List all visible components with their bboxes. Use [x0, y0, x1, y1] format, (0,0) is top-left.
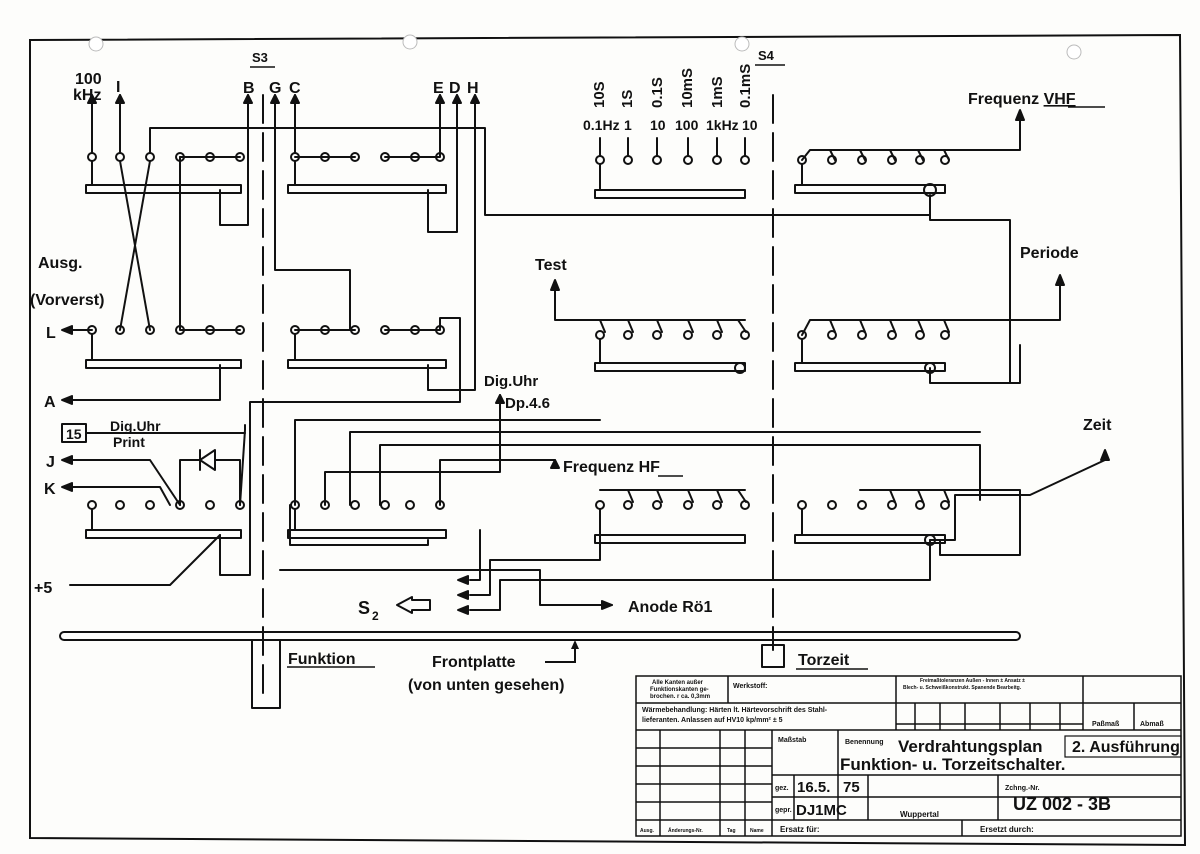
tb-toleranz-2: Blech- u. Schweißkonstrukt. Spanende Bea… [903, 685, 1022, 691]
label-l: L [46, 325, 56, 342]
label-plus5: +5 [34, 580, 52, 597]
tb-benennung: Benennung [845, 739, 884, 746]
label-j: J [46, 454, 55, 471]
tb-ersatz-fuer: Ersatz für: [780, 825, 820, 834]
tb-passmass: Paßmaß [1092, 721, 1120, 728]
label-ausg: Ausg. [38, 255, 82, 272]
tb-gez: gez. [775, 785, 789, 792]
wiring [59, 94, 1110, 709]
label-1s: 1S [619, 90, 636, 108]
tb-gez-val: 16.5. [797, 779, 830, 796]
binder-holes [88, 34, 1082, 60]
tb-ausfuehrung: 2. Ausführung [1072, 739, 1180, 756]
tb-toleranz-1: Freimaßtoleranzen Außen - Innen ± Ansatz… [920, 678, 1025, 684]
label-test: Test [535, 257, 567, 274]
label-b: B [243, 80, 255, 97]
tb-waerme-2: lieferanten. Anlassen auf HV10 kp/mm² ± … [642, 717, 783, 724]
tb-drawing-no: UZ 002 - 3B [1013, 794, 1111, 814]
label-torzeit: Torzeit [798, 652, 850, 669]
tb-aenderungs-nr: Änderungs-Nr. [668, 827, 703, 834]
label-dp46: Dp.4.6 [505, 395, 550, 412]
label-0-1hz: 0.1Hz [583, 117, 620, 133]
label-d: D [449, 80, 461, 97]
label-frontplatte: Frontplatte [432, 654, 516, 671]
tb-waerme-1: Wärmebehandlung: Härten lt. Härtevorschr… [642, 707, 828, 714]
tb-alle-kanten-3: brochen. r ca. 0,3mm [650, 694, 710, 700]
label-periode: Periode [1020, 245, 1079, 262]
label-frequenz-hf: Frequenz HF [563, 459, 660, 476]
tb-zchng-nr: Zchng.-Nr. [1005, 785, 1040, 792]
label-f100: 100 [675, 117, 699, 133]
label-1ms: 1mS [709, 76, 726, 108]
tb-ersetzt-durch: Ersetzt durch: [980, 825, 1034, 834]
label-0-1s: 0.1S [649, 77, 666, 108]
label-frequenz-vhf: Frequenz VHF [968, 91, 1076, 108]
label-von-unten: (von unten gesehen) [408, 677, 564, 694]
tb-title-2: Funktion- u. Torzeitschalter. [840, 755, 1065, 774]
label-f1khz: 1kHz [706, 117, 739, 133]
label-i: I [116, 79, 120, 96]
tb-ausg: Ausg. [640, 828, 655, 834]
label-funktion: Funktion [288, 651, 356, 668]
tb-gepr: gepr. [775, 807, 792, 814]
tb-werkstoff: Werkstoff: [733, 683, 767, 690]
tb-name: Name [750, 828, 764, 834]
drawing-border [29, 33, 1187, 847]
label-15: 15 [66, 426, 82, 442]
label-k: K [44, 481, 56, 498]
label-vorverst: (Vorverst) [30, 292, 104, 309]
tb-abmass: Abmaß [1140, 721, 1164, 728]
tb-massstab: Maßstab [778, 737, 806, 744]
label-dig-uhr-print-2: Print [113, 434, 145, 450]
label-f10: 10 [650, 117, 666, 133]
label-s3: S3 [252, 50, 268, 65]
tb-gepr-val: DJ1MC [796, 802, 847, 819]
tb-year: 75 [843, 779, 860, 796]
label-g: G [269, 80, 281, 97]
label-anode: Anode Rö1 [628, 599, 713, 616]
tb-tag: Tag [727, 828, 736, 834]
title-block [635, 675, 1182, 837]
tb-wuppertal: Wuppertal [900, 810, 939, 819]
label-s2-sub: 2 [372, 609, 379, 623]
label-dig-uhr: Dig.Uhr [484, 373, 538, 390]
label-khz: kHz [73, 87, 101, 104]
label-e: E [433, 80, 444, 97]
label-dig-uhr-print-1: Dig.Uhr [110, 418, 161, 434]
label-c: C [289, 80, 301, 97]
label-10s: 10S [591, 81, 608, 108]
tb-alle-kanten-1: Alle Kanten außer [652, 680, 704, 686]
label-10ms: 10mS [679, 68, 696, 108]
label-100: 100 [75, 71, 102, 88]
label-a: A [44, 394, 56, 411]
label-s4: S4 [758, 48, 775, 63]
label-f10b: 10 [742, 117, 758, 133]
tb-alle-kanten-2: Funktionskanten ge- [650, 687, 709, 693]
label-h: H [467, 80, 479, 97]
label-f1: 1 [624, 117, 632, 133]
label-zeit: Zeit [1083, 417, 1112, 434]
tb-title-1: Verdrahtungsplan [898, 737, 1043, 756]
label-0-1ms: 0.1mS [737, 64, 754, 108]
